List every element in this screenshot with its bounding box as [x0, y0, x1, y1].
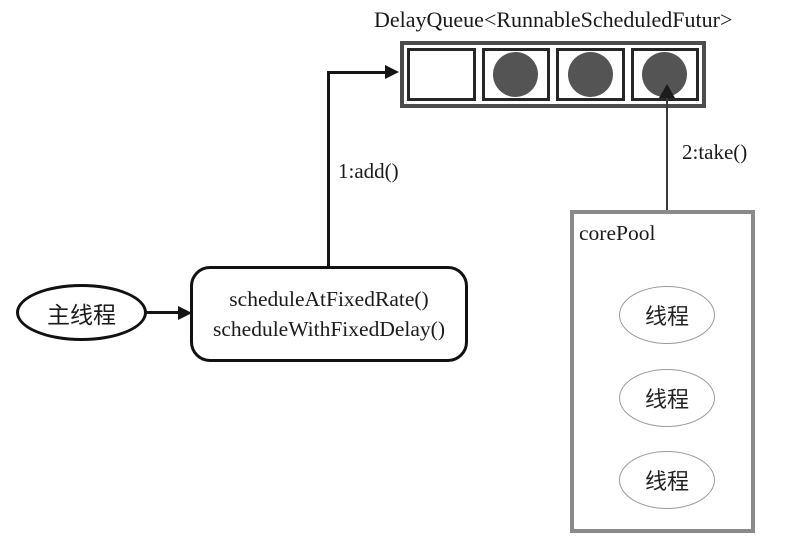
- main-thread-arrow-line: [146, 311, 180, 314]
- worker-thread-label: 线程: [644, 387, 689, 412]
- main-thread-label: 主线程: [47, 302, 116, 328]
- worker-thread-ellipse: 线程: [619, 451, 715, 509]
- take-arrow-vertical-line: [666, 94, 668, 286]
- add-arrow-horizontal-line: [327, 71, 387, 74]
- delay-queue-box: [400, 41, 706, 108]
- take-label: 2:take(): [682, 140, 748, 164]
- main-thread-arrowhead-icon: [178, 306, 192, 320]
- schedule-with-fixed-delay-label: scheduleWithFixedDelay(): [213, 317, 445, 341]
- add-label: 1:add(): [338, 159, 399, 183]
- worker-thread-label: 线程: [644, 469, 689, 494]
- worker-thread-label: 线程: [644, 304, 689, 329]
- task-dot: [567, 52, 613, 97]
- queue-slot: [556, 48, 625, 101]
- main-thread-ellipse: 主线程: [16, 284, 147, 341]
- task-dot: [493, 52, 539, 97]
- core-pool-label: corePool: [579, 221, 656, 245]
- delay-queue-title: DelayQueue<RunnableScheduledFutur>: [374, 7, 733, 32]
- add-arrowhead-icon: [385, 65, 399, 79]
- schedule-at-fixed-rate-label: scheduleAtFixedRate(): [229, 287, 429, 311]
- scheduler-methods-box: scheduleAtFixedRate() scheduleWithFixedD…: [190, 266, 468, 362]
- queue-slot: [407, 48, 476, 101]
- take-arrowhead-icon: [659, 84, 675, 98]
- queue-slot: [481, 48, 550, 101]
- core-pool-box: corePool 线程 线程 线程: [570, 210, 755, 533]
- add-arrow-vertical-line: [327, 71, 330, 268]
- worker-thread-ellipse: 线程: [619, 369, 715, 427]
- worker-thread-ellipse: 线程: [619, 286, 715, 344]
